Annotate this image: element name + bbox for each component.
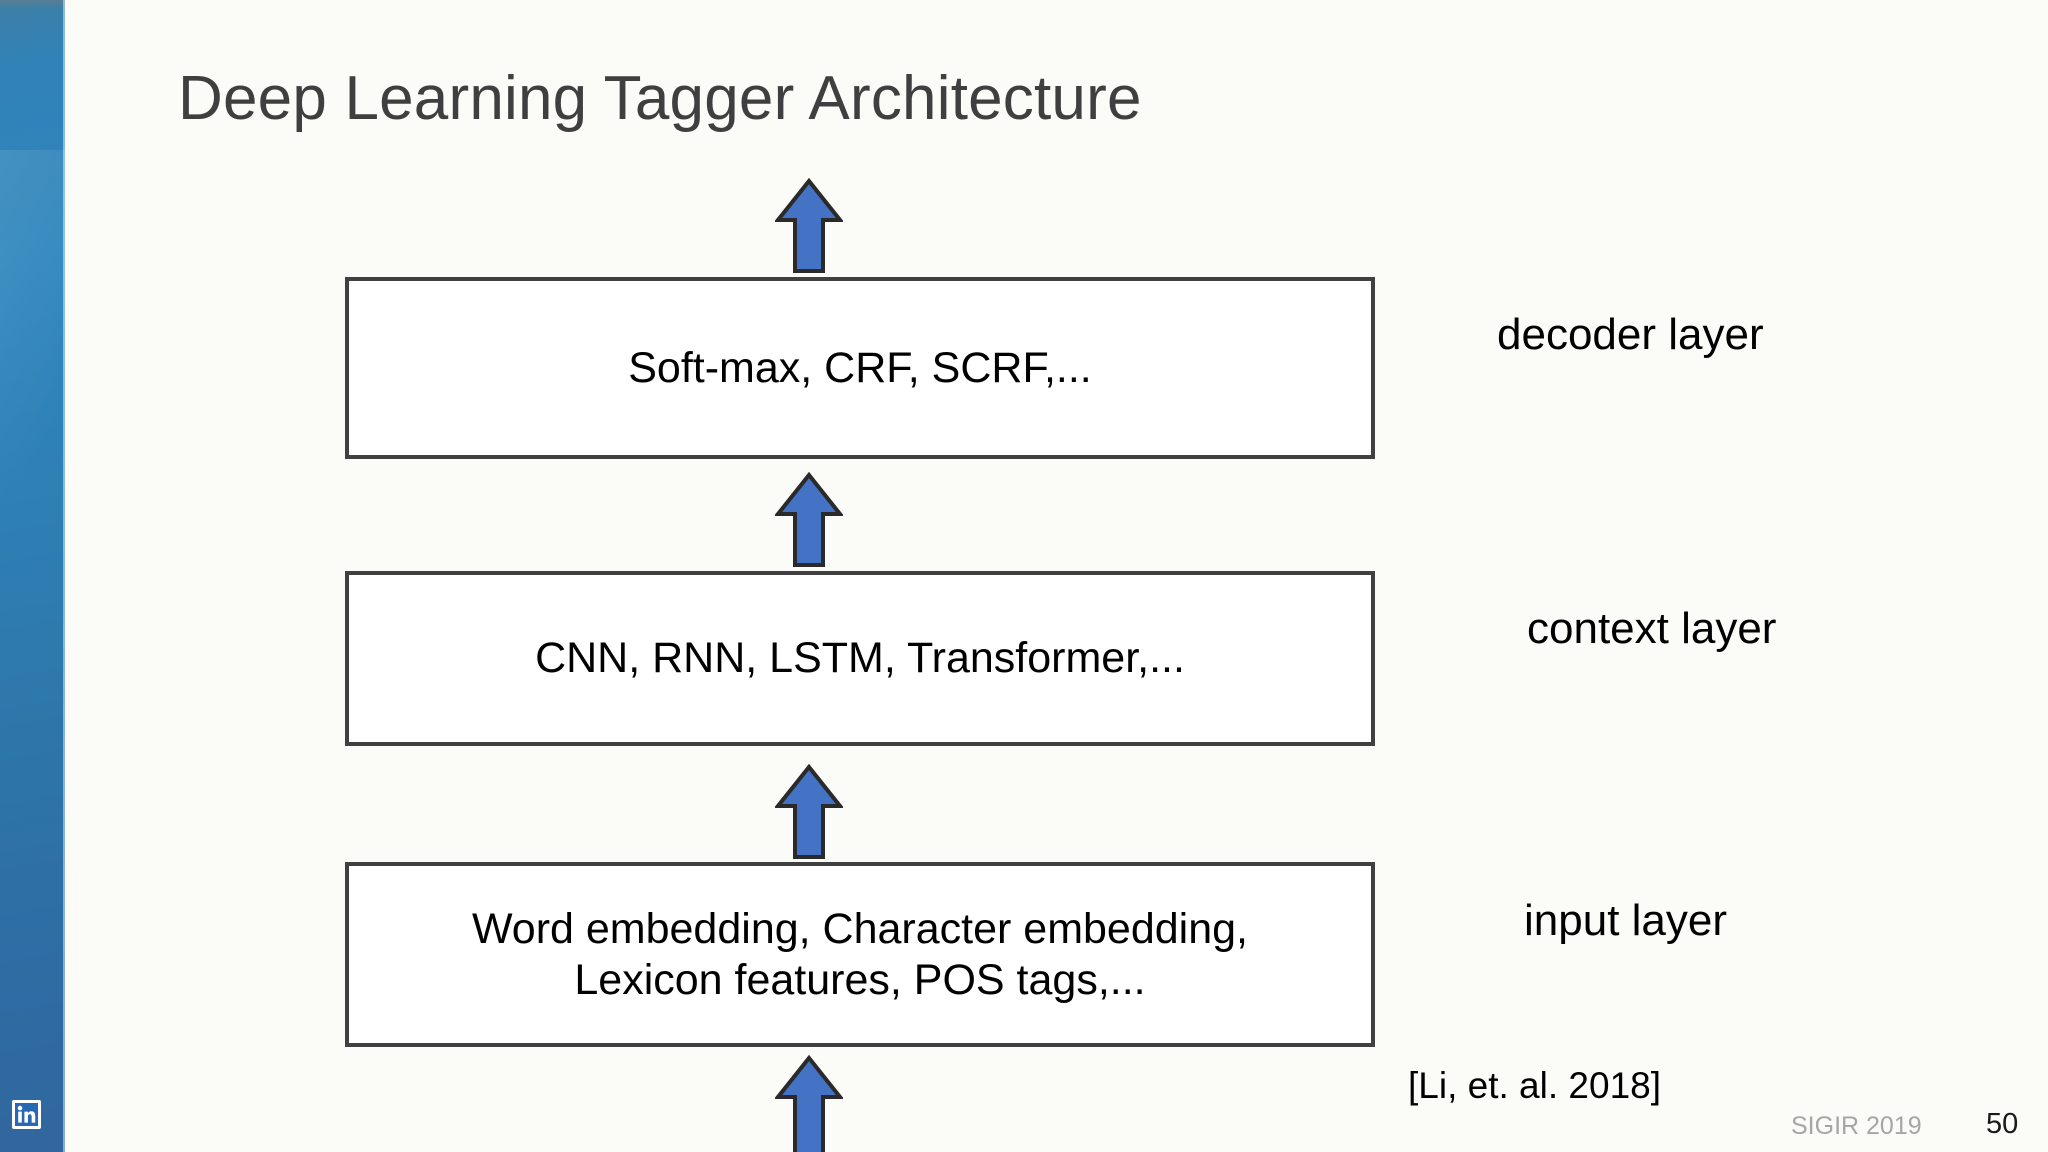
- arrow-up-icon: [775, 472, 843, 568]
- layer-box-context-text: CNN, RNN, LSTM, Transformer,...: [535, 634, 1185, 683]
- sidebar-sheen: [0, 150, 65, 570]
- left-accent-sidebar: [0, 0, 65, 1152]
- layer-box-decoder[interactable]: Soft-max, CRF, SCRF,...: [345, 277, 1375, 459]
- arrow-up-icon: [775, 178, 843, 274]
- sidebar-top-cap: [0, 0, 65, 9]
- arrow-up-icon: [775, 764, 843, 860]
- layer-box-input[interactable]: Word embedding, Character embedding, Lex…: [345, 862, 1375, 1047]
- side-label-decoder: decoder layer: [1497, 310, 1764, 359]
- footer-conference-label: SIGIR 2019: [1791, 1112, 1922, 1140]
- side-label-input: input layer: [1524, 896, 1728, 945]
- page-title: Deep Learning Tagger Architecture: [178, 64, 1142, 133]
- layer-box-decoder-text: Soft-max, CRF, SCRF,...: [628, 343, 1092, 392]
- linkedin-logo: [12, 1100, 41, 1129]
- sidebar-edge-highlight: [63, 0, 65, 1152]
- footer-page-number: 50: [1986, 1108, 2019, 1140]
- citation-reference: [Li, et. al. 2018]: [1408, 1065, 1662, 1106]
- arrow-up-icon: [775, 1055, 843, 1152]
- layer-box-input-text: Word embedding, Character embedding, Lex…: [471, 904, 1249, 1004]
- layer-box-context[interactable]: CNN, RNN, LSTM, Transformer,...: [345, 571, 1375, 746]
- side-label-context: context layer: [1527, 604, 1777, 653]
